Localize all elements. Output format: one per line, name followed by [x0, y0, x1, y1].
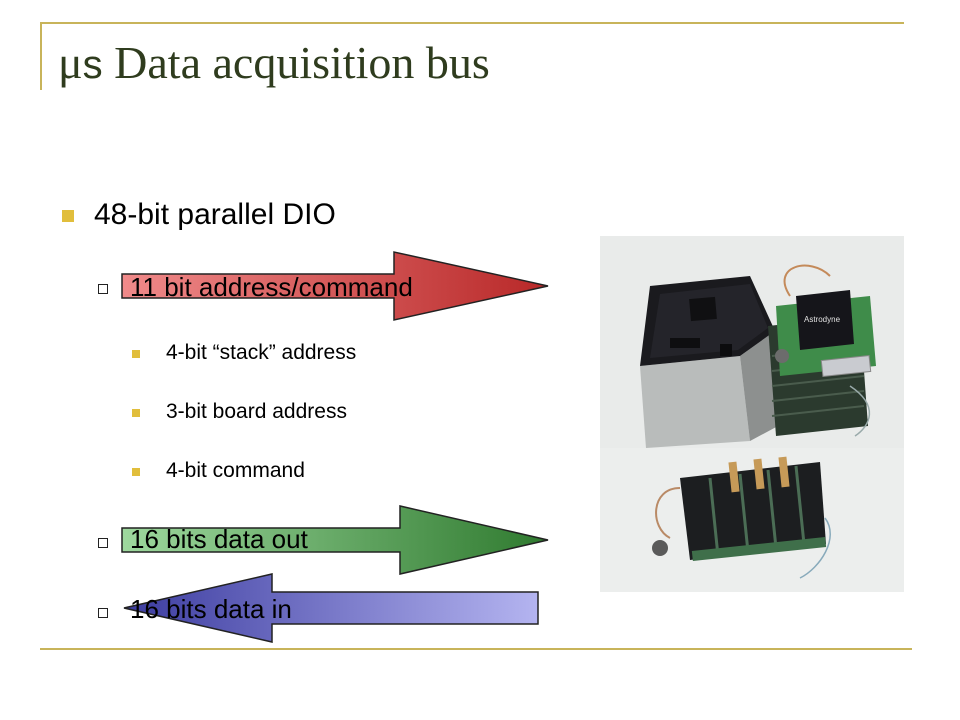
subitem-data-out: 16 bits data out [130, 524, 308, 554]
detail-board-address: 3-bit board address [166, 400, 347, 423]
detail-command: 4-bit command [166, 459, 305, 482]
bottom-rule [40, 648, 912, 650]
module-label: Astrodyne [804, 315, 841, 324]
detail-stack-address: 4-bit “stack” address [166, 341, 357, 364]
hollow-square-bullet-icon [98, 284, 108, 294]
main-bullet-text: 48-bit parallel DIO [94, 198, 336, 231]
hardware-photo-top: Astrodyne [600, 236, 904, 448]
green-right-arrow [121, 505, 549, 575]
small-square-bullet-icon [132, 350, 140, 358]
hollow-square-bullet-icon [98, 608, 108, 618]
subitem-data-in: 16 bits data in [130, 594, 292, 624]
title-mu: μ [58, 37, 83, 88]
title-rest: Data acquisition bus [102, 37, 490, 88]
title-s: s [82, 43, 103, 87]
small-square-bullet-icon [132, 468, 140, 476]
slide-title: μs Data acquisition bus [58, 36, 490, 89]
hollow-square-bullet-icon [98, 538, 108, 548]
blue-left-arrow [123, 573, 539, 643]
small-square-bullet-icon [132, 409, 140, 417]
square-bullet-icon [62, 210, 74, 222]
top-rule [40, 22, 904, 24]
red-right-arrow [121, 251, 549, 321]
left-rule [40, 22, 42, 90]
subitem-address-command: 11 bit address/command [130, 272, 413, 302]
hardware-photo-bottom [600, 448, 904, 592]
